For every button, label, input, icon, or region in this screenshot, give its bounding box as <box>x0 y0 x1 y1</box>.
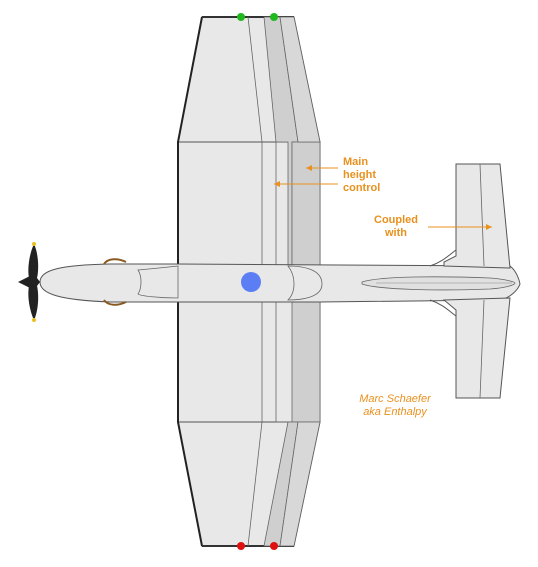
forward-fin-lower <box>103 299 127 306</box>
propeller-tip-upper <box>32 242 36 246</box>
forward-fin-upper <box>103 258 127 265</box>
tail-root-fillet-lower <box>429 299 457 317</box>
left-wingtip-light-inner <box>237 13 245 21</box>
hinge-line-inner-lower <box>247 421 263 547</box>
horizontal-tail <box>429 163 511 399</box>
forward-fins <box>103 258 127 306</box>
coupled-with-label: Coupled with <box>374 214 418 239</box>
tail-boom-fairing <box>361 276 516 291</box>
lower-tip-control-surface <box>279 421 321 547</box>
propeller-blade-lower <box>28 282 39 320</box>
tail-upper-panel <box>443 163 511 269</box>
center-control-surface-lower <box>291 292 321 423</box>
propeller-tip-lower <box>32 318 36 322</box>
author-credit: Marc Schaefer aka Enthalpy <box>359 393 431 418</box>
elevator-hinge-upper <box>479 163 485 267</box>
right-wingtip-light-inner <box>237 542 245 550</box>
elevator-hinge-lower <box>479 299 485 399</box>
center-control-surface-upper <box>291 141 321 271</box>
right-wingtip-light-outer <box>270 542 278 550</box>
upper-tip-control-surface <box>279 16 321 143</box>
propeller-blade-upper <box>28 244 39 282</box>
wing-root-fairing <box>137 265 179 299</box>
left-wingtip-light-outer <box>270 13 278 21</box>
wing-trailing-fairing <box>287 265 323 301</box>
main-height-control-label: Main height control <box>343 156 381 194</box>
propeller-spinner <box>18 274 40 290</box>
tail-root-fillet-upper <box>429 249 457 267</box>
fuselage <box>39 263 521 303</box>
hinge-line-inner-upper <box>247 16 263 143</box>
center-of-gravity-dot <box>241 272 261 292</box>
propeller <box>18 242 40 322</box>
tail-lower-panel <box>442 297 511 399</box>
